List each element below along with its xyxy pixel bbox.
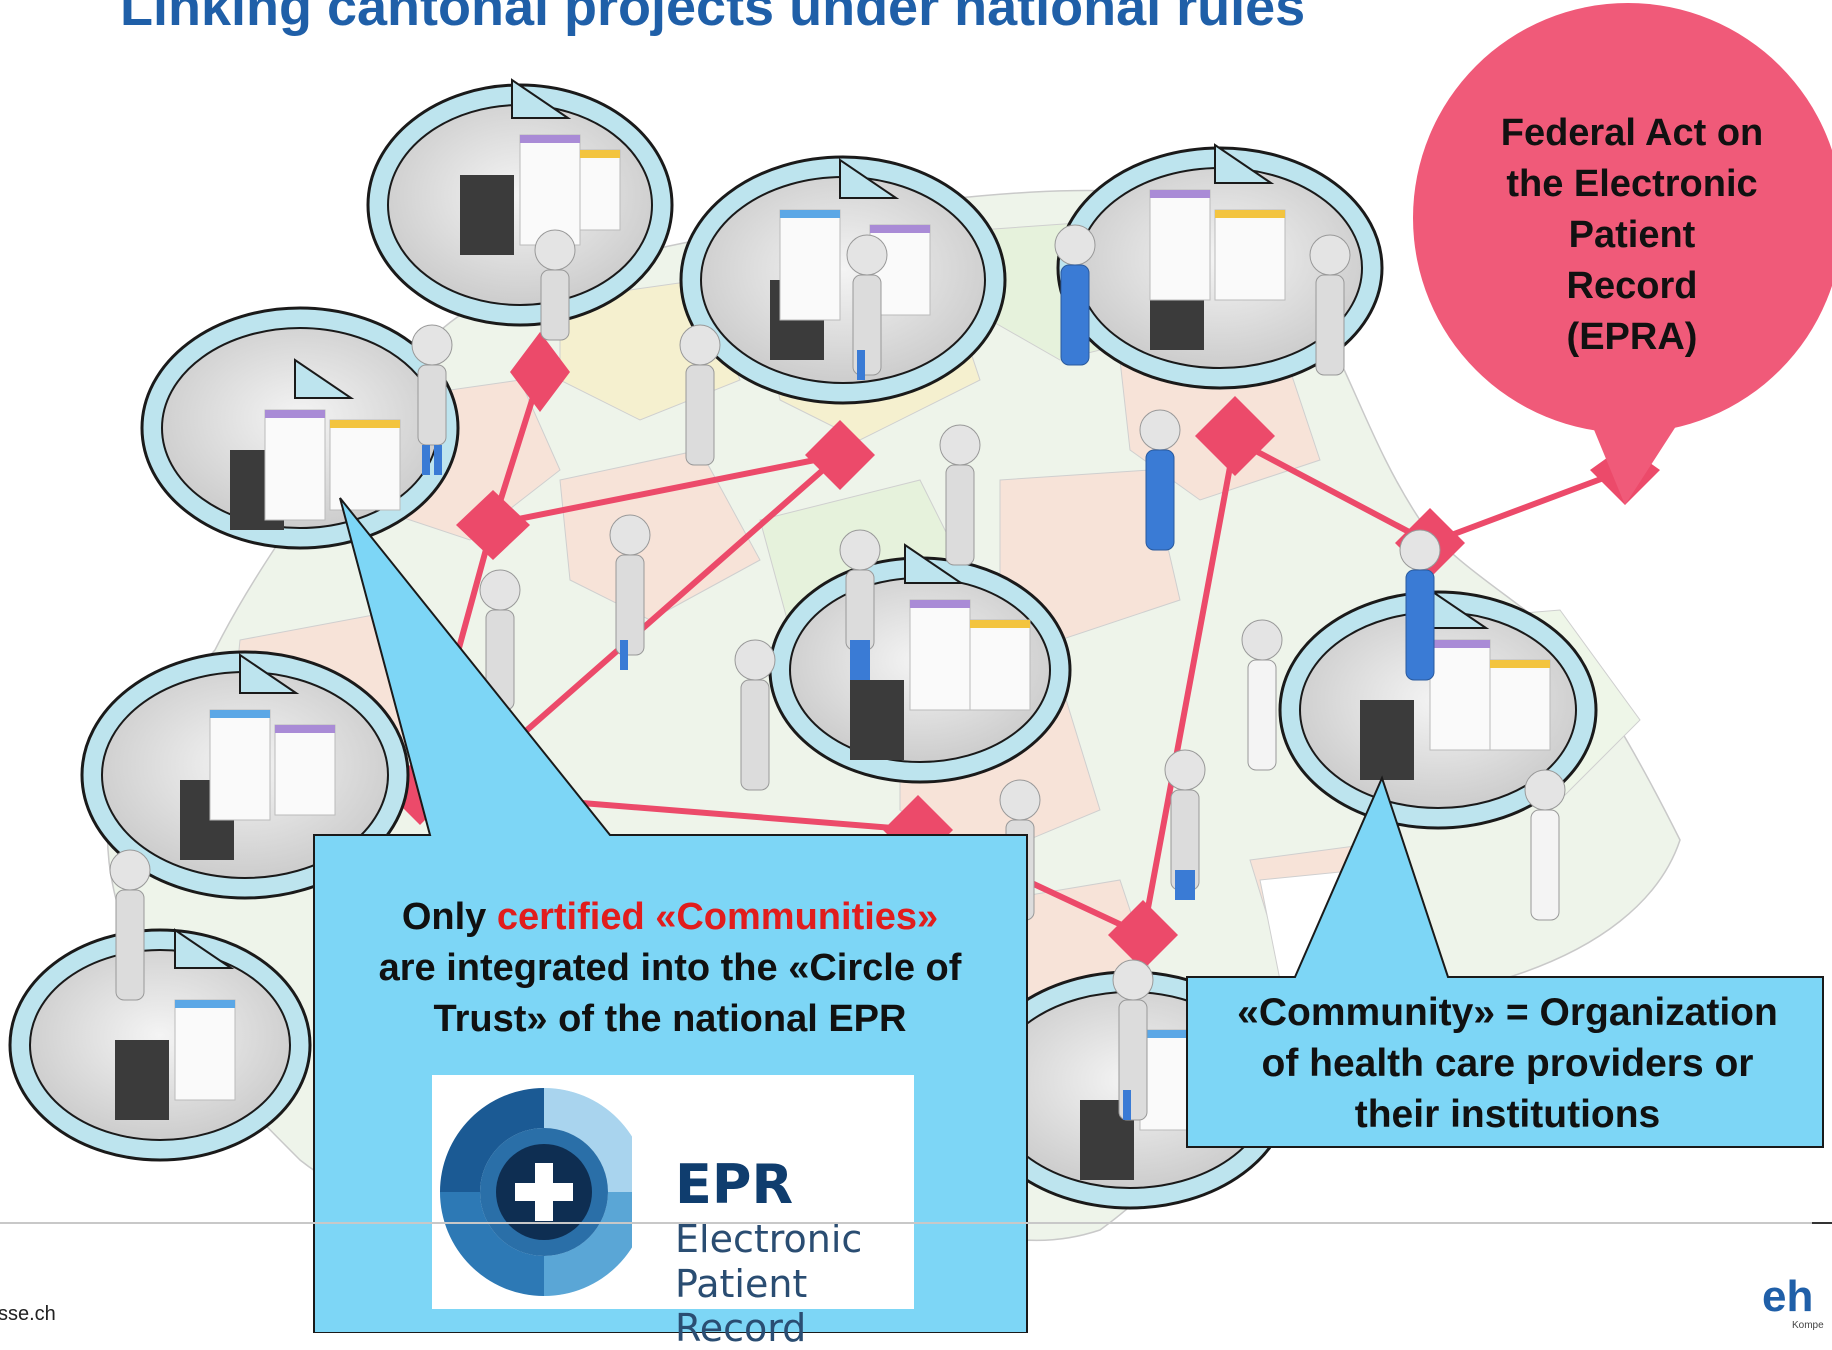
xray-icon bbox=[850, 680, 904, 760]
doctor-figure-icon bbox=[1164, 749, 1206, 900]
epr-subtitle-line1: Electronic bbox=[675, 1217, 863, 1261]
connector-line bbox=[1140, 437, 1238, 938]
doctor-figure-icon bbox=[1524, 769, 1566, 921]
nurse-figure-icon bbox=[679, 324, 721, 466]
federal-act-line: Federal Act on bbox=[1500, 112, 1764, 154]
cycle-arrow-icon bbox=[904, 543, 965, 584]
federal-act-line: Patient bbox=[1568, 214, 1696, 256]
xray-icon bbox=[115, 1040, 169, 1120]
callout-right bbox=[1186, 775, 1824, 1148]
callout-left-highlight: certified «Communities» bbox=[496, 896, 939, 938]
community-disc bbox=[1056, 143, 1384, 390]
community-disc bbox=[1278, 588, 1598, 830]
cycle-arrow-icon bbox=[174, 928, 235, 969]
doctor-figure-icon bbox=[839, 529, 881, 680]
node-diamond-icon bbox=[456, 490, 530, 560]
nurse-figure-icon bbox=[1399, 529, 1441, 681]
nurse-figure-icon bbox=[1139, 409, 1181, 551]
connector-line bbox=[1232, 437, 1433, 546]
federal-act-line: Record bbox=[1566, 265, 1698, 307]
node-diamond-icon bbox=[1108, 900, 1178, 970]
cycle-arrow-icon bbox=[511, 78, 572, 119]
epr-logo: EPR Electronic Patient Record bbox=[432, 1075, 914, 1350]
footer-divider bbox=[0, 1222, 1832, 1224]
doctor-figure-icon bbox=[411, 324, 453, 475]
callout-right-line: their institutions bbox=[1354, 1093, 1661, 1136]
callout-right-line: «Community» = Organization bbox=[1237, 991, 1778, 1034]
callout-left-line2: are integrated into the «Circle of bbox=[378, 947, 962, 989]
nurse-figure-icon bbox=[534, 229, 576, 341]
footer-dash bbox=[1812, 1222, 1832, 1224]
callout-left-text: Only certified «Communities» are integra… bbox=[320, 892, 1020, 1045]
cycle-arrow-icon bbox=[839, 158, 900, 199]
doctor-figure-icon bbox=[1112, 959, 1154, 1121]
doctor-figure-icon bbox=[609, 514, 651, 670]
community-disc bbox=[679, 155, 1007, 405]
community-disc bbox=[140, 306, 460, 550]
callout-right-line: of health care providers or bbox=[1261, 1042, 1754, 1085]
doctor-figure-icon bbox=[109, 849, 151, 1001]
cycle-arrow-icon bbox=[1214, 143, 1275, 184]
doctor-figure-icon bbox=[1241, 619, 1283, 771]
cycle-arrow-icon bbox=[239, 653, 300, 694]
community-discs bbox=[8, 78, 1598, 1210]
federal-act-bubble bbox=[1413, 3, 1832, 505]
doctor-figure-icon bbox=[479, 569, 521, 711]
ehealth-logo-subtitle: Kompe bbox=[1792, 1320, 1824, 1331]
doctor-figure-icon bbox=[1309, 234, 1351, 376]
epr-logo-icon bbox=[440, 1088, 632, 1296]
connector-line bbox=[507, 452, 843, 748]
footer-url[interactable]: sse.ch bbox=[0, 1303, 56, 1325]
connector-line bbox=[490, 452, 843, 527]
node-diamond-icon bbox=[510, 332, 570, 412]
doctor-figure-icon bbox=[734, 639, 776, 791]
federal-act-line: (EPRA) bbox=[1566, 316, 1698, 358]
care-provider-figures bbox=[109, 224, 1566, 1121]
federal-act-label: Federal Act on the Electronic Patient Re… bbox=[1462, 108, 1802, 363]
nurse-figure-icon bbox=[939, 424, 981, 566]
connector-line bbox=[1427, 467, 1628, 546]
cycle-arrow-icon bbox=[294, 358, 355, 399]
ehealth-logo: eh bbox=[1762, 1272, 1814, 1321]
federal-act-line: the Electronic bbox=[1506, 163, 1758, 205]
epr-title: EPR bbox=[675, 1153, 794, 1216]
node-diamond-icon bbox=[1195, 396, 1275, 476]
community-disc bbox=[8, 928, 312, 1162]
xray-icon bbox=[1360, 700, 1414, 780]
xray-icon bbox=[460, 175, 514, 255]
doctor-figure-icon bbox=[846, 234, 888, 380]
callout-left-line3: Trust» of the national EPR bbox=[433, 998, 907, 1040]
community-disc bbox=[366, 78, 674, 327]
epr-subtitle-line2: Patient Record bbox=[675, 1262, 808, 1350]
callout-right-text: «Community» = Organization of health car… bbox=[1195, 987, 1820, 1140]
node-diamond-icon bbox=[805, 420, 875, 490]
page-title: Linking cantonal projects under national… bbox=[120, 0, 1306, 37]
nurse-figure-icon bbox=[1054, 224, 1096, 366]
callout-left-pre: Only bbox=[401, 896, 497, 938]
